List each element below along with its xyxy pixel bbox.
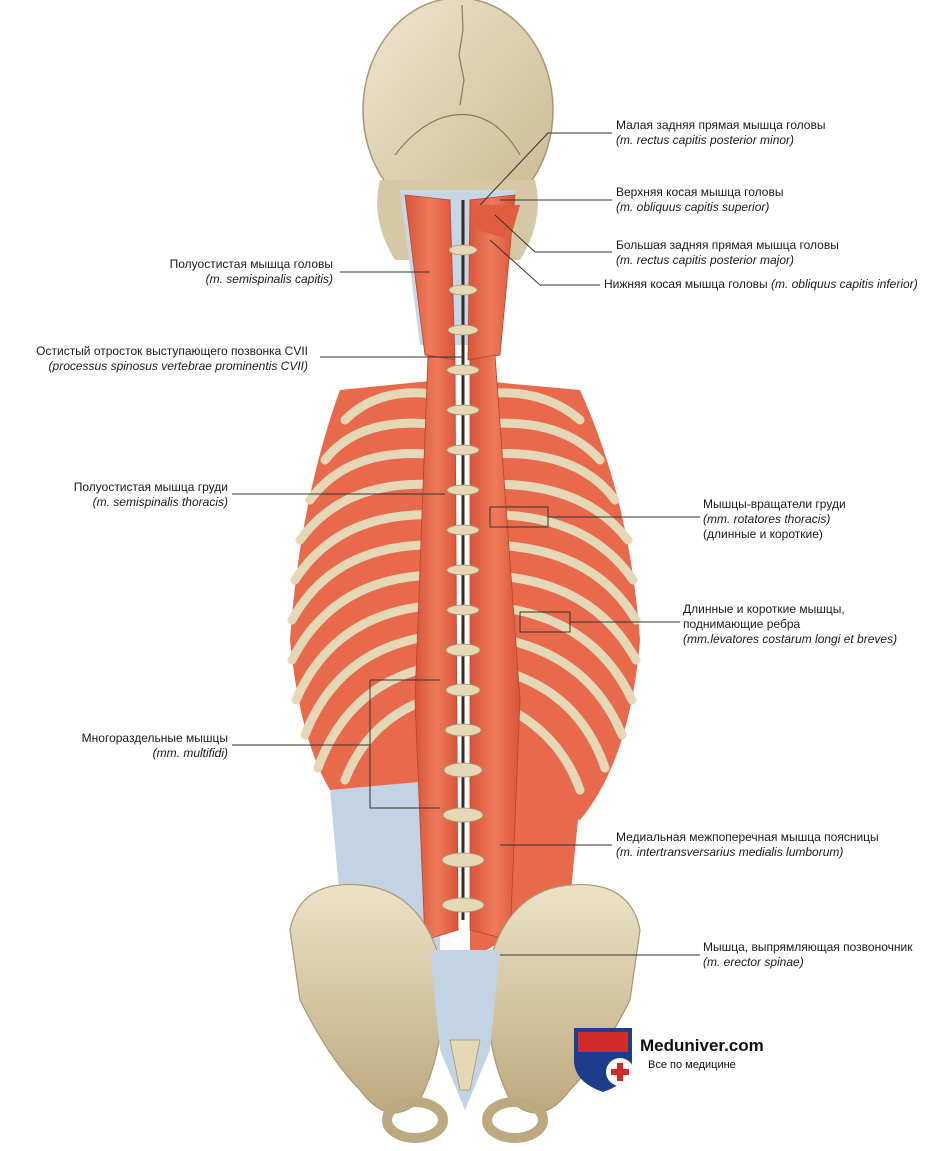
label-ru2: поднимающие ребра [683, 617, 801, 631]
spine [441, 200, 485, 920]
label-ru: Длинные и короткие мышцы, [683, 602, 845, 616]
label-ru: Нижняя косая мышца головы [604, 277, 771, 291]
label-lat: (m. obliquus capitis inferior) [770, 277, 918, 291]
label-rectus-capitis-posterior-major: Большая задняя прямая мышца головы (m. r… [616, 238, 839, 268]
label-ru: Мышцы-вращатели груди [703, 497, 846, 511]
label-multifidi: Многораздельные мышцы (mm. multifidi) [60, 731, 228, 761]
label-ru: Мышца, выпрямляющая позвоночник [703, 940, 913, 954]
label-lat: (mm. multifidi) [152, 746, 228, 760]
logo-subtitle: Все по медицине [648, 1059, 736, 1071]
leader-lines-right [479, 132, 700, 956]
deep-back-muscles [414, 354, 521, 941]
leader-lines-left [232, 271, 463, 809]
label-semispinalis-thoracis: Полуостистая мышца груди (m. semispinali… [58, 480, 228, 510]
neck-muscles [404, 194, 520, 361]
label-lat: (mm. rotatores thoracis) [703, 512, 831, 526]
meduniver-logo[interactable]: Meduniver.com Все по медицине [568, 1022, 788, 1097]
label-ru: Верхняя косая мышца головы [616, 185, 784, 199]
label-levatores-costarum: Длинные и короткие мышцы, поднимающие ре… [683, 602, 897, 647]
label-ru: Большая задняя прямая мышца головы [616, 238, 839, 252]
label-intertransversarius-medialis-lumborum: Медиальная межпоперечная мышца поясницы … [616, 830, 879, 860]
label-lat: (m. rectus capitis posterior major) [616, 253, 795, 267]
label-ru: Полуостистая мышца груди [73, 480, 228, 494]
label-lat: (m. semispinalis thoracis) [92, 495, 228, 509]
pelvis [289, 883, 641, 1143]
label-extra: (длинные и короткие) [703, 527, 823, 541]
label-obliquus-capitis-inferior: Нижняя косая мышца головы (m. obliquus c… [604, 277, 918, 292]
label-lat: (processus spinosus vertebrae prominenti… [48, 359, 308, 373]
label-obliquus-capitis-superior: Верхняя косая мышца головы (m. obliquus … [616, 185, 783, 215]
shield-cross-icon [574, 1028, 634, 1092]
logo-title[interactable]: Meduniver.com [640, 1036, 764, 1055]
label-rotatores-thoracis: Мышцы-вращатели груди (mm. rotatores tho… [703, 497, 846, 542]
label-lat: (m. intertransversarius medialis lumboru… [616, 845, 844, 859]
label-ru: Многораздельные мышцы [81, 731, 228, 745]
label-lat: (m. semispinalis capitis) [205, 272, 333, 286]
label-ru: Медиальная межпоперечная мышца поясницы [616, 830, 879, 844]
label-lat: (mm.levatores costarum longi et breves) [683, 632, 898, 646]
label-rectus-capitis-posterior-minor: Малая задняя прямая мышца головы (m. rec… [616, 118, 825, 148]
label-ru: Малая задняя прямая мышца головы [616, 118, 826, 132]
label-ru: Полуостистая мышца головы [169, 257, 333, 271]
label-erector-spinae: Мышца, выпрямляющая позвоночник (m. erec… [703, 940, 912, 970]
label-processus-spinosus-cvii: Остистый отросток выступающего позвонка … [8, 344, 308, 374]
label-lat: (m. rectus capitis posterior minor) [616, 133, 795, 147]
label-ru: Остистый отросток выступающего позвонка … [36, 344, 308, 358]
label-lat: (m. obliquus capitis superior) [616, 200, 770, 214]
label-lat: (m. erector spinae) [703, 955, 804, 969]
label-semispinalis-capitis: Полуостистая мышца головы (m. semispinal… [153, 257, 333, 287]
